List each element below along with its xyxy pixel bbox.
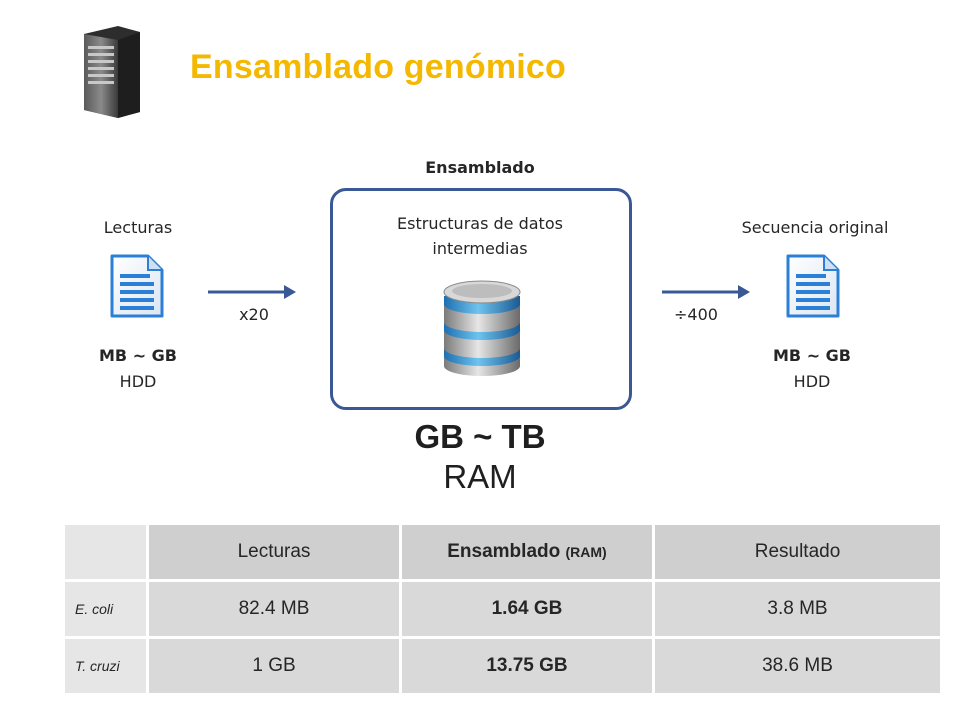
assembly-storage: RAM bbox=[443, 458, 517, 495]
table-header-row: Lecturas Ensamblado (RAM) Resultado bbox=[65, 525, 940, 579]
table-row: T. cruzi 1 GB 13.75 GB 38.6 MB bbox=[65, 639, 940, 693]
organism-name: E. coli bbox=[65, 582, 146, 636]
database-icon bbox=[440, 278, 524, 378]
assembly-header: Ensamblado bbox=[425, 158, 535, 177]
arrow-right-icon bbox=[662, 280, 752, 304]
column-header-assembly-label: Ensamblado bbox=[447, 541, 561, 562]
sequence-size: MB ~ GB bbox=[773, 346, 851, 365]
table-corner bbox=[65, 525, 146, 579]
server-icon bbox=[78, 26, 142, 118]
results-table: Lecturas Ensamblado (RAM) Resultado E. c… bbox=[62, 522, 943, 696]
reads-factor: x20 bbox=[239, 305, 269, 324]
column-header-reads: Lecturas bbox=[149, 525, 399, 579]
organism-name: T. cruzi bbox=[65, 639, 146, 693]
document-icon bbox=[108, 252, 166, 320]
document-icon bbox=[784, 252, 842, 320]
assembly-value: 13.75 GB bbox=[402, 639, 652, 693]
reads-value: 1 GB bbox=[149, 639, 399, 693]
table-row: E. coli 82.4 MB 1.64 GB 3.8 MB bbox=[65, 582, 940, 636]
reads-size: MB ~ GB bbox=[99, 346, 177, 365]
reads-label: Lecturas bbox=[103, 218, 173, 237]
intermediate-structures-label: Estructuras de datos intermedias bbox=[397, 214, 563, 258]
sequence-factor: ÷400 bbox=[674, 305, 718, 324]
arrow-right-icon bbox=[208, 280, 298, 304]
assembly-value: 1.64 GB bbox=[402, 582, 652, 636]
sequence-storage: HDD bbox=[793, 372, 831, 391]
reads-value: 82.4 MB bbox=[149, 582, 399, 636]
column-header-assembly: Ensamblado (RAM) bbox=[402, 525, 652, 579]
column-header-result: Resultado bbox=[655, 525, 940, 579]
column-header-ram: (RAM) bbox=[565, 544, 607, 560]
reads-storage: HDD bbox=[119, 372, 157, 391]
result-value: 38.6 MB bbox=[655, 639, 940, 693]
assembly-size: GB ~ TB bbox=[414, 418, 546, 455]
sequence-label: Secuencia original bbox=[741, 218, 889, 237]
result-value: 3.8 MB bbox=[655, 582, 940, 636]
page-title: Ensamblado genómico bbox=[190, 48, 566, 86]
assembly-box bbox=[330, 188, 632, 410]
